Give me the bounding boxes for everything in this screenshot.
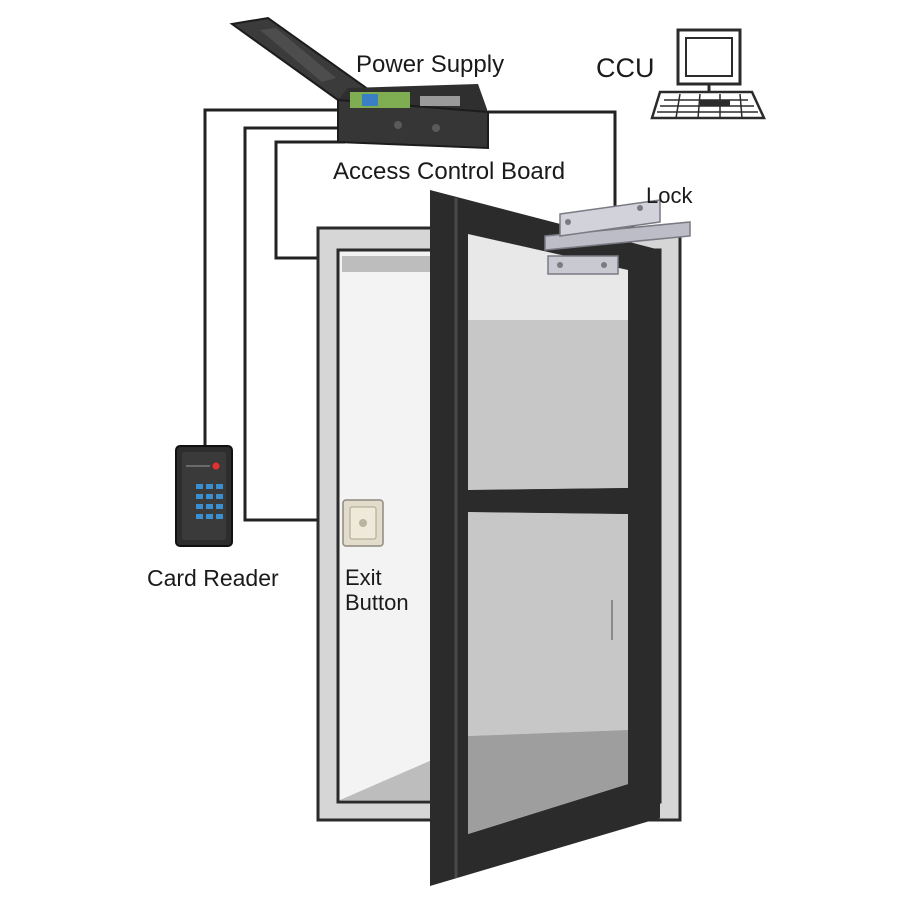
lock-device: [544, 199, 691, 275]
door: [430, 190, 660, 886]
label-access-control-board: Access Control Board: [333, 158, 566, 185]
ccu-computer: [650, 28, 766, 120]
wire-card-reader: [203, 108, 345, 445]
label-exit-line1: Exit: [345, 565, 382, 590]
keypad: [196, 484, 223, 519]
exit-button-device: [342, 499, 384, 547]
wire-ccu-lock: [488, 110, 617, 212]
label-lock: Lock: [646, 183, 693, 208]
card-reader-device: [175, 445, 233, 547]
label-power-supply: Power Supply: [356, 51, 505, 78]
label-ccu: CCU: [596, 53, 655, 83]
led-indicator: [212, 462, 220, 470]
label-card-reader: Card Reader: [147, 565, 279, 591]
label-exit-button: Exit Button: [345, 565, 409, 616]
label-exit-line2: Button: [345, 590, 409, 616]
access-control-box: [229, 16, 489, 150]
wiring: [203, 108, 617, 522]
wire-exit-button: [243, 126, 345, 522]
wire-lock-strike: [274, 140, 345, 260]
